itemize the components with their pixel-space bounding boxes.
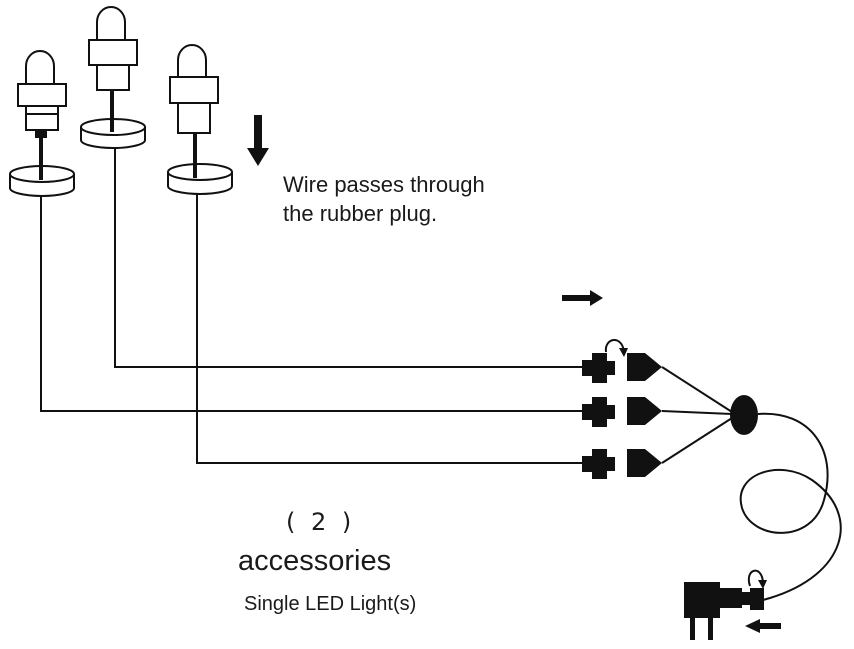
caption-title: accessories	[238, 545, 392, 577]
rubber-plug-1	[9, 160, 75, 197]
connector-female-2	[627, 397, 662, 425]
connector-male-2	[582, 397, 615, 427]
rubber-plug-3	[167, 158, 233, 195]
connector-female-3	[627, 449, 662, 477]
left-arrow-icon	[745, 619, 781, 633]
caption-subtitle: Single LED Light(s)	[244, 593, 417, 615]
led-bulb-1	[17, 50, 67, 163]
wire-note-line-1: Wire passes through	[283, 172, 485, 197]
wires	[40, 148, 842, 601]
led-bulb-2	[88, 6, 138, 118]
right-arrow-icon	[562, 290, 603, 306]
led-bulb-3	[169, 44, 219, 160]
connector-male-1	[582, 353, 615, 383]
splitter-junction	[730, 395, 758, 435]
connector-female-1	[627, 353, 662, 381]
rotate-arrow-icon-bottom	[747, 569, 764, 587]
adapter-connector	[740, 588, 764, 610]
figure-number: ( 2 )	[286, 508, 356, 536]
connector-male-3	[582, 449, 615, 479]
power-adapter	[684, 582, 750, 640]
wire-note-line-2: the rubber plug.	[283, 201, 438, 226]
rubber-plug-2	[80, 112, 146, 149]
down-arrow-icon	[247, 115, 269, 166]
